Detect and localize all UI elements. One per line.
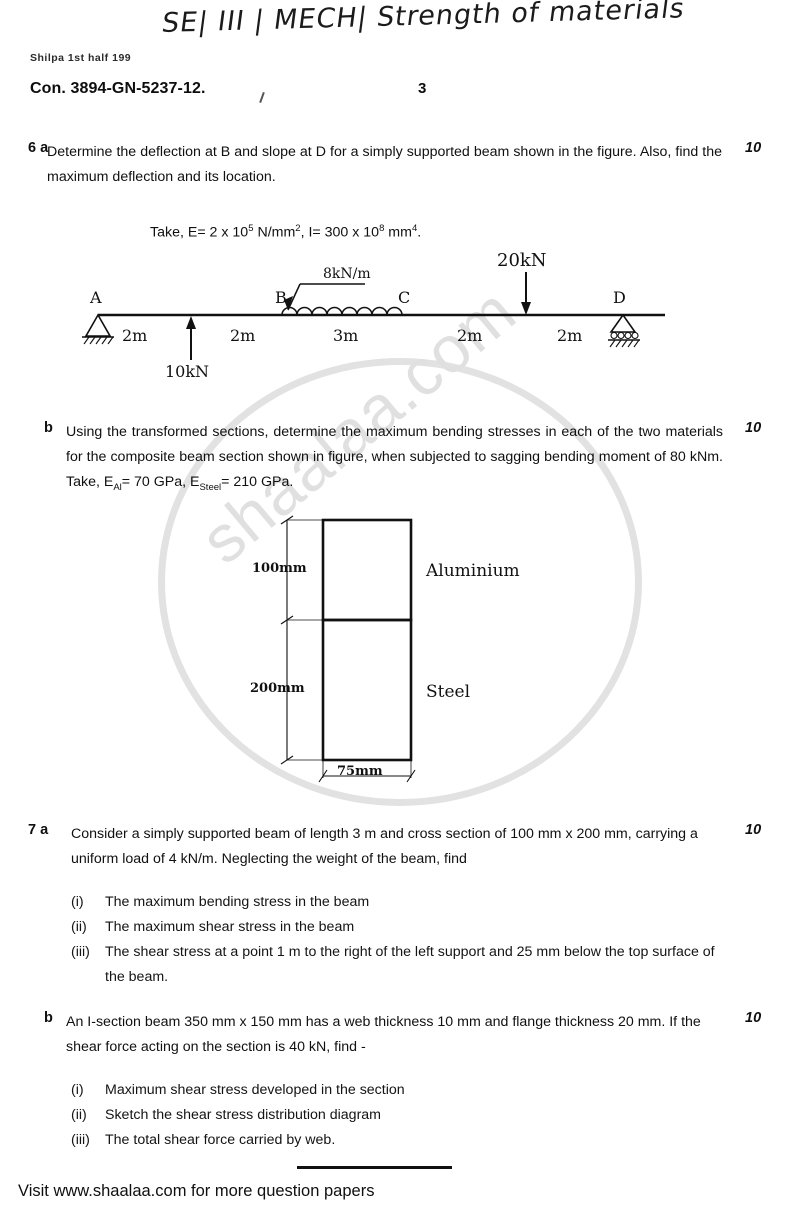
con-number: Con. 3894-GN-5237-12. xyxy=(30,80,206,97)
subitem-number: (iii) xyxy=(71,1132,90,1148)
pin-support-hatching xyxy=(83,336,114,345)
beam-node-label-b: B xyxy=(275,288,287,307)
udl-label: 8kN/m xyxy=(323,266,371,282)
handwritten-subject-title: SE| III | MECH| Strength of materials xyxy=(160,0,687,39)
footer-visit-text: Visit www.shaalaa.com for more question … xyxy=(18,1182,375,1200)
dim-label-100mm: 100mm xyxy=(252,561,307,576)
roller-support-triangle xyxy=(609,313,637,333)
roller-support-hatching xyxy=(609,339,640,348)
material-label-aluminium: Aluminium xyxy=(426,561,520,581)
subitem-text: The maximum bending stress in the beam xyxy=(105,894,370,910)
aluminium-rect xyxy=(321,518,413,622)
udl-leader-arrow xyxy=(284,296,293,310)
question-7a-text: Consider a simply supported beam of leng… xyxy=(71,826,698,867)
subitem-text: Sketch the shear stress distribution dia… xyxy=(105,1107,381,1123)
question-6b-body: Using the transformed sections, determin… xyxy=(66,420,723,500)
question-6b-label: b xyxy=(44,420,53,436)
beam-node-label-d: D xyxy=(613,288,626,307)
given-i-exponent: 8 xyxy=(379,223,385,234)
question-6b-sub-al: Al xyxy=(113,481,122,493)
given-mm-exponent: 2 xyxy=(295,223,301,234)
list-item: (iii) The shear stress at a point 1 m to… xyxy=(71,940,731,990)
list-item: (i) Maximum shear stress developed in th… xyxy=(71,1078,731,1103)
beam-span-label-5: 2m xyxy=(557,326,583,345)
steel-rect xyxy=(321,618,413,762)
load-10kn-label: 10kN xyxy=(165,362,210,381)
beam-diagram-svg xyxy=(82,272,665,360)
subitem-text: The shear stress at a point 1 m to the r… xyxy=(105,944,715,985)
udl-leader-line xyxy=(287,283,301,311)
beam-span-label-2: 2m xyxy=(230,326,256,345)
load-20kn-arrowhead xyxy=(521,302,531,315)
question-6b-sub-steel: Steel xyxy=(199,481,222,493)
question-7b-text: An I-section beam 350 mm x 150 mm has a … xyxy=(66,1014,701,1055)
beam-node-label-a: A xyxy=(90,288,102,307)
question-7a-subitems: (i) The maximum bending stress in the be… xyxy=(71,890,731,990)
given-e-exponent: 5 xyxy=(248,223,254,234)
beam-node-label-c: C xyxy=(398,288,411,307)
shilpa-stamp-note: Shilpa 1st half 199 xyxy=(30,52,132,64)
composite-section-diagram: 100mm 200mm 75mm Aluminium Steel xyxy=(240,508,570,798)
question-7b-body: An I-section beam 350 mm x 150 mm has a … xyxy=(66,1010,726,1060)
footer-divider xyxy=(297,1166,452,1169)
composite-section-svg xyxy=(280,515,416,783)
beam-span-label-4: 2m xyxy=(457,326,483,345)
given-i-units: mm xyxy=(384,224,412,241)
dim-label-200mm: 200mm xyxy=(250,681,305,696)
question-6b-text-part1: Using the transformed sections, determin… xyxy=(66,424,723,490)
subitem-number: (i) xyxy=(71,894,84,910)
udl-scallops xyxy=(281,306,403,316)
given-i-prefix: , I= 300 x 10 xyxy=(300,224,380,241)
list-item: (iii) The total shear force carried by w… xyxy=(71,1128,731,1153)
material-label-steel: Steel xyxy=(426,682,471,702)
question-6a-body: Determine the deflection at B and slope … xyxy=(47,140,722,190)
question-7a-body: Consider a simply supported beam of leng… xyxy=(71,822,728,872)
stray-pen-mark xyxy=(259,91,265,104)
beam-diagram: A B C D 2m 2m 3m 2m 2m 8kN/m 10kN 20kN xyxy=(60,250,680,392)
given-e-units: N/mm xyxy=(253,224,296,241)
dim-label-75mm: 75mm xyxy=(337,764,383,779)
question-7a-label: 7 a xyxy=(28,822,49,838)
load-20kn-label: 20kN xyxy=(497,250,547,271)
list-item: (i) The maximum bending stress in the be… xyxy=(71,890,731,915)
subitem-text: The total shear force carried by web. xyxy=(105,1132,336,1148)
subitem-number: (ii) xyxy=(71,1107,87,1123)
load-10kn-arrowhead xyxy=(186,316,196,329)
beam-span-label-3: 3m xyxy=(333,326,359,345)
pin-support-triangle xyxy=(84,313,112,337)
subitem-text: The maximum shear stress in the beam xyxy=(105,919,355,935)
given-i-units-exponent: 4 xyxy=(411,223,418,234)
question-6a-text: Determine the deflection at B and slope … xyxy=(47,144,722,185)
beam-span-label-1: 2m xyxy=(122,326,148,345)
question-6b-text-part3: = 210 GPa. xyxy=(221,474,294,490)
question-6b-text-part2: = 70 GPa, E xyxy=(121,474,200,490)
question-6b-marks: 10 xyxy=(745,420,762,436)
subitem-number: (i) xyxy=(71,1082,84,1098)
subitem-number: (ii) xyxy=(71,919,87,935)
given-period: . xyxy=(417,224,422,241)
roller-support-rollers xyxy=(610,331,639,340)
question-6a-given: Take, E= 2 x 105 N/mm2, I= 300 x 108 mm4… xyxy=(150,216,421,246)
given-e-prefix: Take, E= 2 x 10 xyxy=(150,224,249,241)
question-7a-marks: 10 xyxy=(745,822,762,838)
question-6a-marks: 10 xyxy=(745,140,762,156)
list-item: (ii) The maximum shear stress in the bea… xyxy=(71,915,731,940)
subitem-text: Maximum shear stress developed in the se… xyxy=(105,1082,405,1098)
page-number: 3 xyxy=(418,80,427,97)
list-item: (ii) Sketch the shear stress distributio… xyxy=(71,1103,731,1128)
subitem-number: (iii) xyxy=(71,944,90,960)
question-7b-marks: 10 xyxy=(745,1010,762,1026)
question-6a-label: 6 a xyxy=(28,140,49,156)
question-7b-subitems: (i) Maximum shear stress developed in th… xyxy=(71,1078,731,1153)
question-7b-label: b xyxy=(44,1010,53,1026)
